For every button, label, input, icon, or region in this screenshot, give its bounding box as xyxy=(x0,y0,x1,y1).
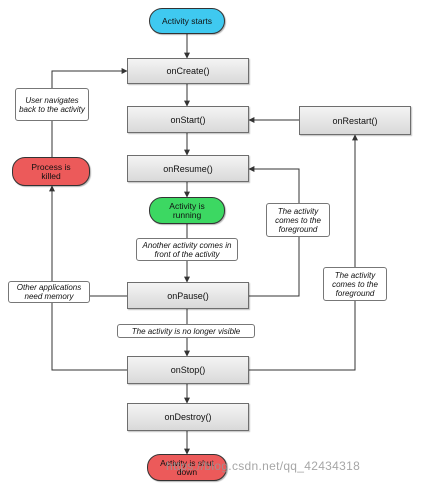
activity-running-node: Activity is running xyxy=(149,197,225,224)
on-resume-box: onResume() xyxy=(127,155,249,182)
on-restart-box: onRestart() xyxy=(299,106,411,135)
on-stop-box: onStop() xyxy=(127,356,249,384)
on-create-box: onCreate() xyxy=(127,58,249,84)
another-activity-note: Another activity comes in front of the a… xyxy=(136,238,238,261)
process-killed-node: Process is killed xyxy=(12,157,90,186)
watermark-text: https://blog.csdn.net/qq_42434318 xyxy=(166,459,361,473)
on-pause-box: onPause() xyxy=(127,282,249,309)
activity-shutdown-node: Activity is shut down xyxy=(147,454,227,481)
user-navigates-back-note: User navigates back to the activity xyxy=(15,88,89,121)
on-start-box: onStart() xyxy=(127,106,249,133)
foreground-note-restart: The activity comes to the foreground xyxy=(323,267,387,301)
activity-starts-node: Activity starts xyxy=(149,8,225,34)
no-longer-visible-note: The activity is no longer visible xyxy=(117,324,255,338)
foreground-note-resume: The activity comes to the foreground xyxy=(266,203,330,237)
other-apps-memory-note: Other applications need memory xyxy=(8,281,90,303)
on-destroy-box: onDestroy() xyxy=(127,403,249,431)
